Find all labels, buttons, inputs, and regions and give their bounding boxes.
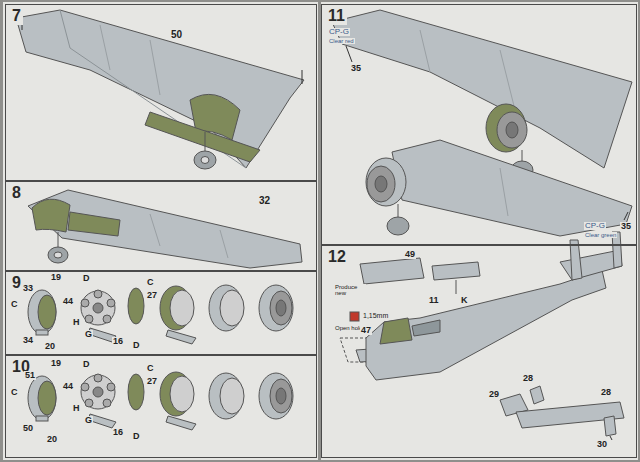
part-number: 32 — [258, 196, 271, 207]
part-number: 35 — [620, 222, 632, 231]
part-number: C — [10, 388, 19, 397]
part-number: D — [82, 274, 91, 283]
part-number: C — [146, 364, 155, 373]
part-number: H — [72, 404, 81, 413]
step-panel: 7 — [5, 4, 317, 181]
part-number: 16 — [112, 428, 124, 437]
part-number: 20 — [46, 435, 58, 444]
engine-assembly — [28, 285, 293, 344]
part-number: 11 — [428, 296, 440, 305]
part-number: 49 — [404, 250, 416, 259]
part-number: D — [132, 341, 141, 350]
part-number: 50 — [22, 424, 34, 433]
part-number: 16 — [112, 337, 124, 346]
part-number: 44 — [62, 382, 74, 391]
part-number: D — [82, 360, 91, 369]
part-number: CP-G — [328, 28, 350, 36]
part-number: 19 — [50, 359, 62, 368]
part-number: 44 — [62, 297, 74, 306]
part-number: 27 — [146, 291, 158, 300]
left-page — [3, 2, 318, 460]
part-number: 27 — [146, 377, 158, 386]
part-number: G — [84, 416, 93, 425]
part-number: 29 — [488, 390, 500, 399]
part-number: 33 — [22, 284, 34, 293]
wing-assembly — [28, 190, 302, 268]
step-panel: 11 — [321, 4, 637, 245]
fuselage-assembly — [340, 232, 624, 440]
part-number: G — [84, 330, 93, 339]
part-number: 28 — [522, 374, 534, 383]
step-number: 7 — [10, 7, 23, 25]
part-number: 30 — [596, 440, 608, 449]
part-number: 51 — [24, 371, 36, 380]
right-page — [321, 2, 638, 460]
part-number: 19 — [50, 273, 62, 282]
part-number: 35 — [350, 64, 362, 73]
part-number: C — [146, 278, 155, 287]
part-number: H — [72, 318, 81, 327]
part-number: 50 — [170, 30, 183, 41]
step-number: 11 — [326, 7, 347, 25]
part-number: 47 — [360, 326, 372, 335]
step-panel: 12 — [321, 245, 637, 458]
note-text: Produce new — [334, 284, 366, 297]
engine-assembly — [28, 372, 293, 430]
part-number: C — [10, 300, 19, 309]
step-number: 12 — [326, 248, 348, 266]
part-number: 20 — [44, 342, 56, 351]
part-number: 34 — [22, 336, 34, 345]
part-number: CP-G — [584, 222, 606, 230]
step-number: 9 — [10, 274, 23, 292]
note-text: 1,15mm — [362, 312, 389, 319]
wing-assembly — [332, 10, 632, 236]
note-text: Clear red — [328, 38, 355, 44]
step-number: 8 — [10, 184, 23, 202]
part-number: D — [132, 432, 141, 441]
part-number: 28 — [600, 388, 612, 397]
note-text: Clear green — [584, 232, 617, 238]
wing-assembly — [16, 10, 304, 169]
part-number: K — [460, 296, 469, 305]
step-panel: 8 — [5, 181, 317, 271]
